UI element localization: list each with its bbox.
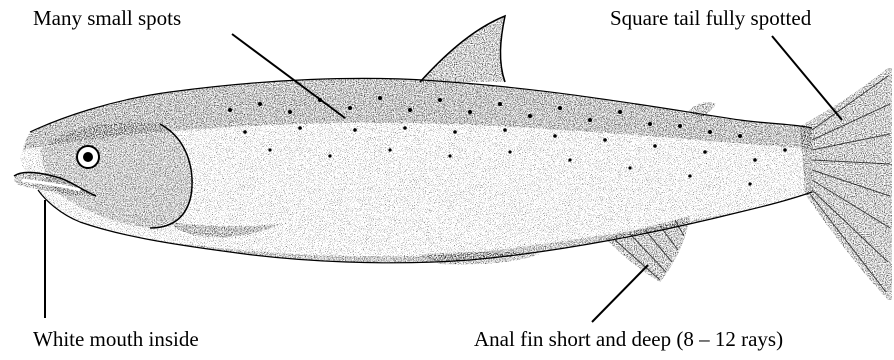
- label-square-tail: Square tail fully spotted: [610, 6, 811, 30]
- label-many-small-spots: Many small spots: [33, 6, 181, 30]
- leader-line-tail: [772, 36, 842, 120]
- tail-fin: [800, 68, 892, 300]
- label-anal-fin: Anal fin short and deep (8 – 12 rays): [474, 327, 783, 351]
- leader-line-anal-fin: [592, 265, 648, 322]
- eye: [77, 146, 99, 168]
- dorsal-fin: [420, 16, 505, 82]
- pelvic-fin: [420, 252, 540, 265]
- label-white-mouth: White mouth inside: [33, 327, 199, 351]
